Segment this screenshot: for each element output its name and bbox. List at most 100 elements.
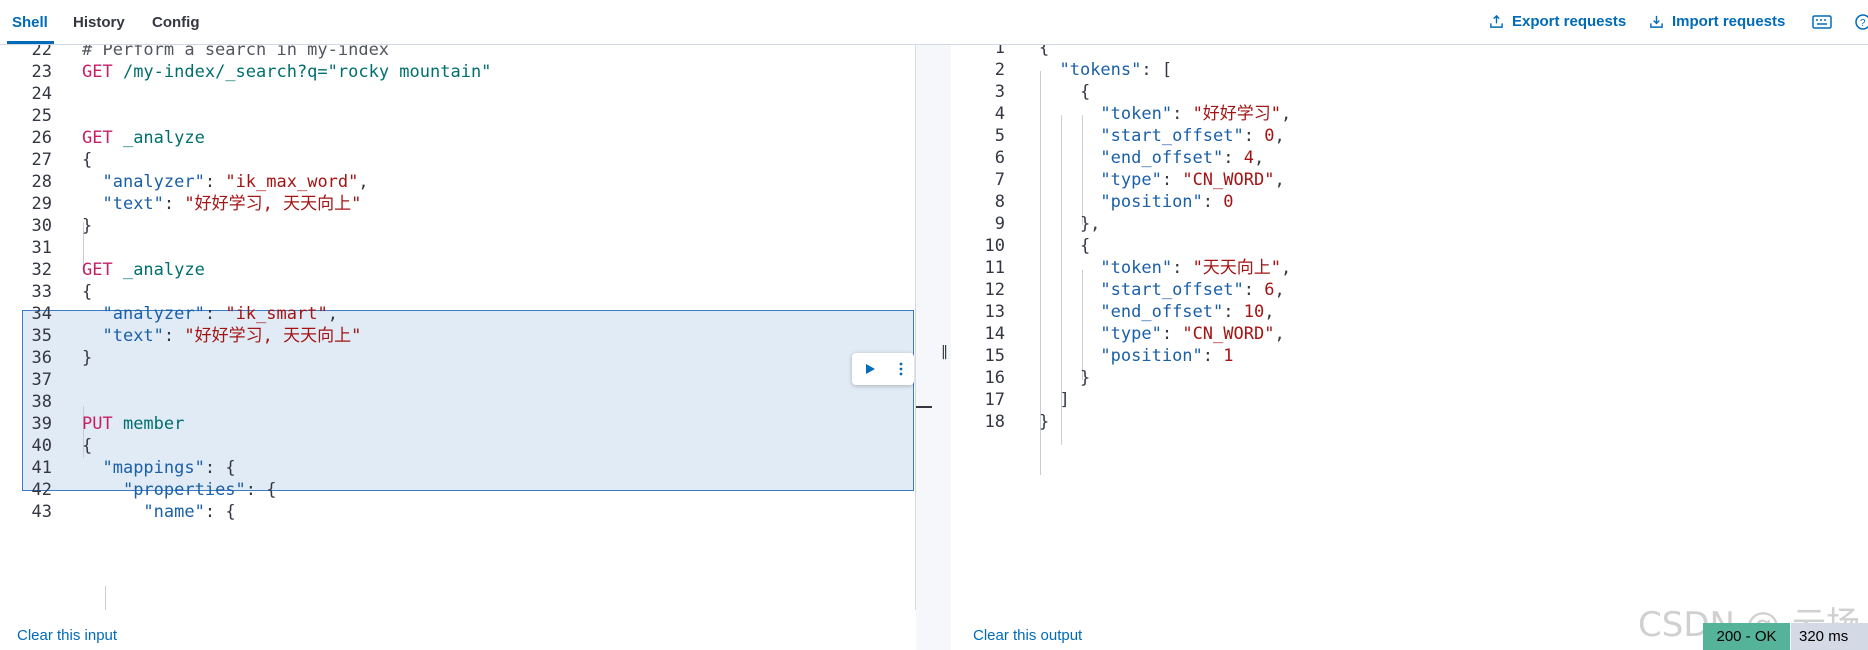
resize-handle-icon[interactable]: ‖	[941, 344, 948, 360]
keyboard-shortcuts-button[interactable]	[1812, 14, 1832, 35]
code-line: 34 "analyzer": "ik_smart",	[0, 301, 915, 327]
code-token: # Perform a search in my-index	[82, 45, 390, 60]
code-token: "CN_WORD"	[1182, 324, 1275, 344]
code-text: "name": {	[82, 499, 235, 525]
code-token: "name"	[143, 502, 205, 522]
code-line: 6 "end_offset": 4,	[951, 145, 1868, 171]
code-text: },	[1039, 211, 1100, 237]
code-token: :	[204, 172, 226, 192]
code-text: "type": "CN_WORD",	[1039, 167, 1285, 193]
code-token: ,	[1274, 126, 1285, 146]
code-token: :	[204, 304, 226, 324]
code-line: 2 "tokens": [	[951, 57, 1868, 83]
help-button[interactable]: ?	[1855, 14, 1868, 35]
indent-guide	[1082, 270, 1083, 380]
code-token	[1039, 170, 1100, 190]
code-text: {	[82, 279, 92, 305]
code-token: "analyzer"	[102, 172, 205, 192]
code-token: 10	[1243, 302, 1265, 322]
code-line: 29 "text": "好好学习, 天天向上"	[0, 191, 915, 217]
code-token	[1039, 126, 1100, 146]
code-token: :	[1172, 104, 1193, 124]
tab-config[interactable]: Config	[152, 14, 200, 31]
code-line: 9 },	[951, 211, 1868, 237]
code-token: "type"	[1100, 324, 1162, 344]
tab-shell[interactable]: Shell	[12, 14, 48, 31]
code-text: "position": 1	[1039, 343, 1234, 369]
line-number: 15	[984, 346, 1005, 366]
code-token	[1039, 60, 1059, 80]
code-line: 38	[0, 389, 915, 415]
line-number: 22	[31, 45, 52, 60]
code-line: 10 {	[951, 233, 1868, 259]
code-line: 3 {	[951, 79, 1868, 105]
line-number: 36	[31, 348, 52, 368]
more-vertical-icon[interactable]	[898, 362, 904, 376]
clear-output-button[interactable]: Clear this output	[973, 627, 1083, 644]
line-number: 23	[31, 62, 52, 82]
code-text: "end_offset": 10,	[1039, 299, 1274, 325]
code-token: ,	[358, 172, 369, 192]
export-requests-button[interactable]: Export requests	[1489, 13, 1626, 30]
code-token: ,	[1274, 170, 1285, 190]
code-token: ,	[1281, 104, 1292, 124]
code-line: 1{	[951, 45, 1868, 61]
code-token: :	[1223, 302, 1244, 322]
code-token: "properties"	[122, 480, 246, 500]
code-text: "tokens": [	[1039, 57, 1172, 83]
line-number: 32	[31, 260, 52, 280]
code-line: 37	[0, 367, 915, 393]
resize-gutter[interactable]	[916, 45, 951, 650]
code-line: 43 "name": {	[0, 499, 915, 525]
line-number: 5	[994, 126, 1005, 146]
line-number: 30	[31, 216, 52, 236]
import-requests-button[interactable]: Import requests	[1649, 13, 1785, 30]
tab-history[interactable]: History	[73, 14, 125, 31]
code-line: 27{	[0, 147, 915, 173]
indent-guide	[1082, 115, 1083, 225]
code-text: "text": "好好学习, 天天向上"	[82, 323, 361, 349]
code-token: GET	[82, 62, 123, 82]
code-line: 40{	[0, 433, 915, 459]
line-number: 18	[984, 412, 1005, 432]
code-text: {	[1039, 45, 1049, 61]
code-line: 15 "position": 1	[951, 343, 1868, 369]
code-token: ]	[1039, 390, 1070, 410]
code-token: "position"	[1100, 192, 1203, 212]
code-text: ]	[1039, 387, 1070, 413]
code-token: "end_offset"	[1100, 302, 1224, 322]
play-icon[interactable]	[863, 362, 877, 376]
code-token: :	[1161, 170, 1183, 190]
help-icon: ?	[1855, 14, 1868, 30]
code-token: {	[82, 436, 93, 456]
code-token: PUT	[82, 414, 123, 434]
code-token: :	[1202, 192, 1224, 212]
code-token: : [	[1141, 60, 1173, 80]
line-number: 39	[31, 414, 52, 434]
code-token: }	[1039, 412, 1050, 432]
code-token	[82, 172, 102, 192]
code-line: 22 # Perform a search in my-index	[0, 45, 915, 63]
code-token: "mappings"	[102, 458, 205, 478]
code-text: "start_offset": 6,	[1039, 277, 1284, 303]
code-text: "mappings": {	[82, 455, 236, 481]
code-text: "properties": {	[82, 477, 277, 503]
line-number: 42	[31, 480, 52, 500]
code-token: 0	[1264, 126, 1275, 146]
line-number: 8	[994, 192, 1005, 212]
code-text: "start_offset": 0,	[1039, 123, 1285, 149]
code-token	[82, 194, 102, 214]
line-number: 14	[984, 324, 1005, 344]
code-token: : {	[204, 458, 236, 478]
code-text: GET _analyze	[82, 125, 205, 151]
code-token: "CN_WORD"	[1182, 170, 1275, 190]
collapse-handle[interactable]	[916, 406, 932, 408]
code-line: 5 "start_offset": 0,	[951, 123, 1868, 149]
code-token: GET	[82, 128, 123, 148]
code-token: 1	[1223, 346, 1234, 366]
svg-text:?: ?	[1860, 18, 1866, 29]
clear-input-button[interactable]: Clear this input	[17, 627, 118, 644]
